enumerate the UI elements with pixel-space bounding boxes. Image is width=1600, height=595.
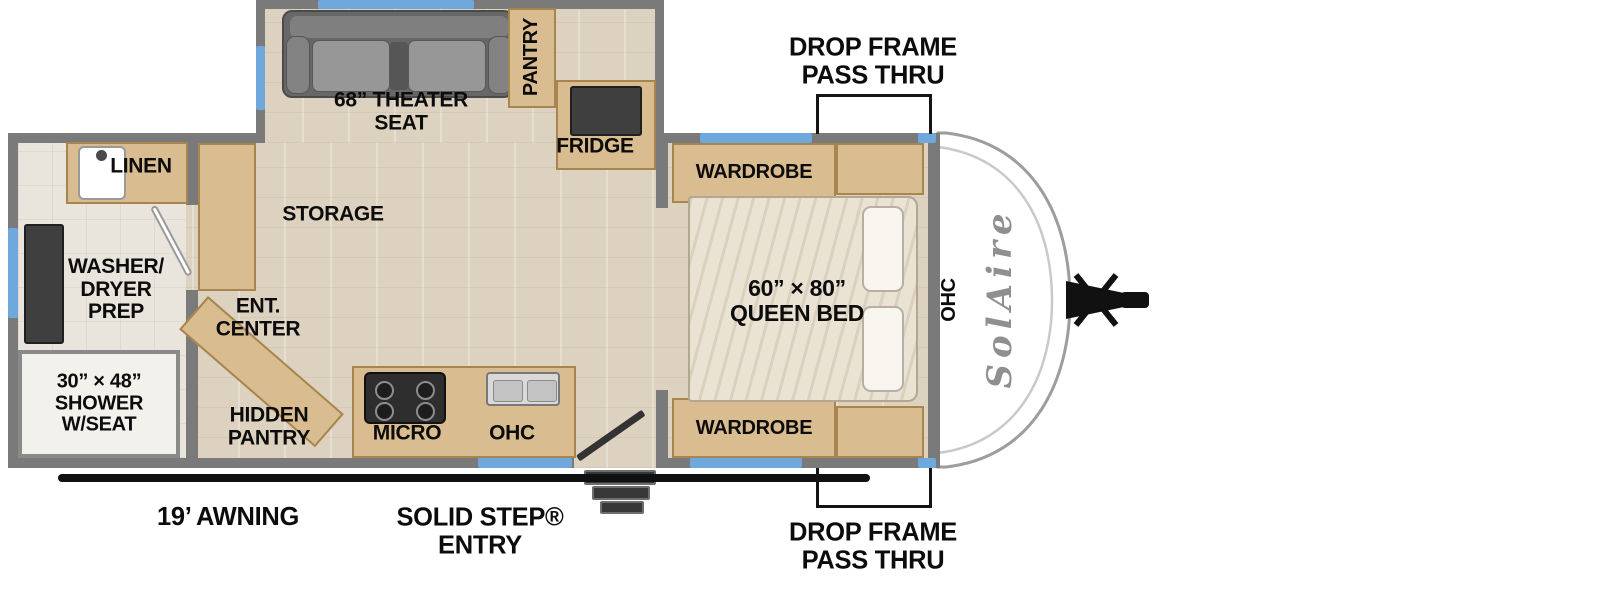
- pantry-cabinet: [508, 8, 556, 108]
- stove-icon: [364, 372, 446, 424]
- window-slideout-top: [318, 0, 474, 9]
- pass-thru-bracket-bottom: [816, 468, 932, 508]
- pillow-icon: [862, 206, 904, 292]
- window-slideout-left: [256, 46, 265, 110]
- label-awning: 19’ AWNING: [156, 503, 300, 532]
- theater-seat-sofa: [282, 10, 514, 98]
- pillow-icon: [862, 306, 904, 392]
- window-kitchen: [478, 458, 572, 468]
- kitchen-sink-icon: [486, 372, 560, 406]
- window-bedroom-top: [700, 133, 812, 143]
- wall-bottom-left: [8, 458, 574, 468]
- label-solid-step-entry: SOLID STEP® ENTRY: [396, 503, 564, 559]
- faucet-icon: [96, 150, 107, 161]
- entry-step-3: [600, 501, 644, 514]
- wall-bathroom-upper: [186, 133, 198, 205]
- hitch-coupler: [1121, 292, 1149, 308]
- slideout-wall-right: [655, 0, 664, 143]
- pass-thru-bracket-top: [816, 94, 932, 134]
- front-cap-shell: [936, 131, 1072, 469]
- entry-step-2: [592, 486, 650, 500]
- storage-cabinet: [198, 143, 256, 291]
- awning-bar: [58, 474, 870, 482]
- wall-bedroom-front: [928, 133, 940, 468]
- wardrobe-top-cabinet: [672, 143, 836, 203]
- bedside-cabinet-top: [836, 143, 924, 195]
- shower-stall: [18, 350, 180, 458]
- tongue-jack-icon: [1073, 273, 1119, 327]
- wall-top-left: [8, 133, 258, 143]
- label-drop-frame-pass-thru-top: DROP FRAME PASS THRU: [789, 33, 957, 89]
- wardrobe-bottom-cabinet: [672, 398, 836, 458]
- front-cap: [936, 131, 1149, 469]
- label-drop-frame-pass-thru-bottom: DROP FRAME PASS THRU: [789, 518, 957, 574]
- washer-dryer-unit: [24, 224, 64, 344]
- window-bathroom: [8, 228, 18, 318]
- front-cap-inner-line: [937, 145, 1054, 455]
- bedside-cabinet-bottom: [836, 406, 924, 458]
- wall-bedroom-lower: [656, 390, 668, 468]
- fridge-unit: [570, 86, 642, 136]
- window-cap-bottom: [918, 458, 936, 468]
- window-cap-top: [918, 133, 936, 143]
- window-bedroom-bottom: [690, 458, 802, 468]
- wall-bedroom-upper: [656, 133, 668, 208]
